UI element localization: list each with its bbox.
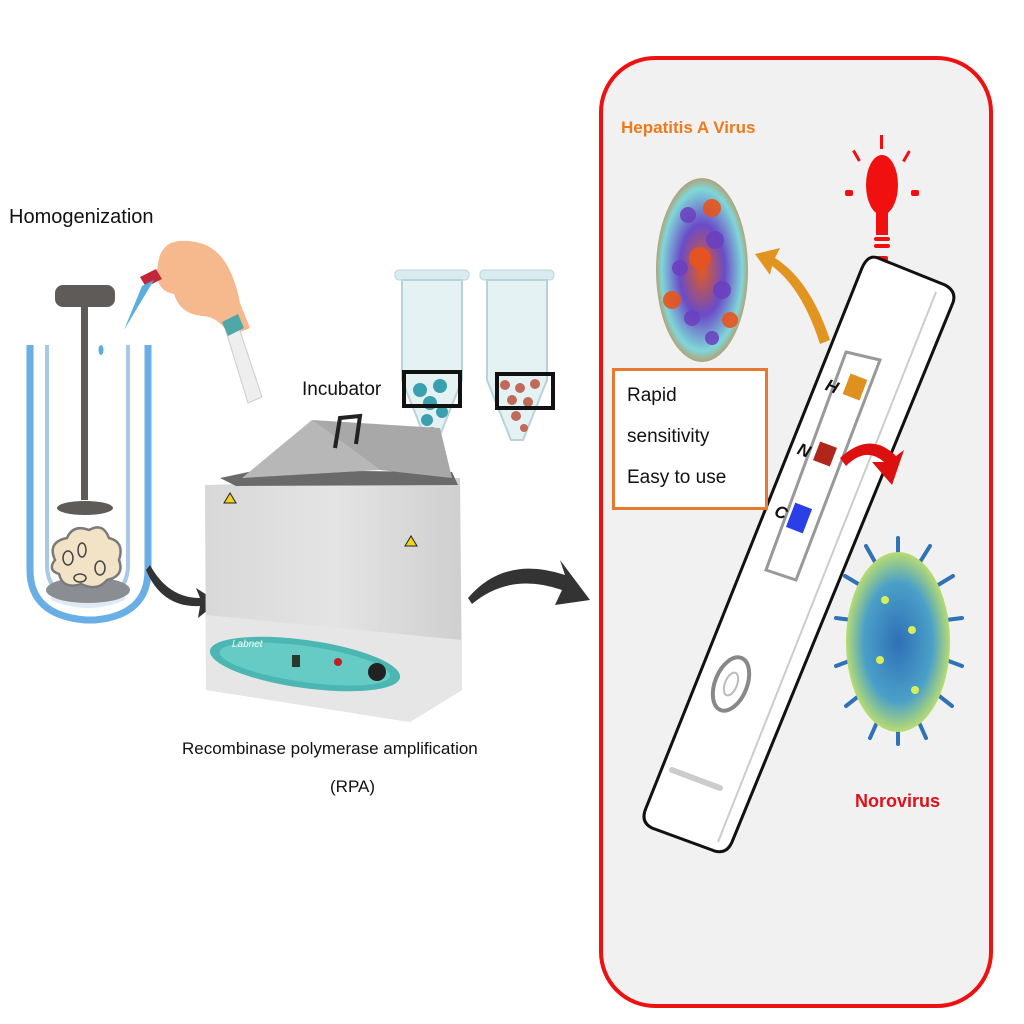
norovirus-icon: [834, 536, 964, 746]
test-line-h: [842, 373, 868, 401]
homogenization-label: Homogenization: [9, 206, 154, 228]
tube-green-highlight-box: [402, 370, 462, 408]
tube-red-highlight-box: [495, 372, 555, 410]
oyster-sample-icon: [46, 526, 130, 603]
incubator-label: Incubator: [302, 379, 382, 400]
control-line-c: [785, 502, 813, 534]
water-bath-illustration: [205, 413, 462, 722]
feature-rapid: Rapid: [627, 385, 677, 406]
water-bath-brand: Labnet: [232, 639, 264, 650]
rpa-abbreviation: (RPA): [330, 777, 376, 796]
feature-easy-to-use: Easy to use: [627, 467, 727, 488]
features-box: Rapid sensitivity Easy to use: [612, 368, 768, 510]
norovirus-label: Norovirus: [855, 791, 941, 811]
arrow-homogenization-to-bath: [146, 565, 218, 618]
tube-red-sample-icon: [479, 269, 555, 441]
light-bulb-icon: [845, 135, 919, 261]
hand-with-dropper-icon: [98, 240, 263, 404]
feature-sensitivity: sensitivity: [627, 426, 710, 447]
rpa-label: Recombinase polymerase amplification: [182, 739, 478, 758]
hepatitis-a-virus-icon: [656, 178, 748, 362]
arrow-bath-to-detection: [468, 560, 590, 605]
hepatitis-a-virus-label: Hepatitis A Virus: [621, 118, 756, 137]
test-line-n: [813, 441, 837, 467]
arrow-strip-to-hav: [755, 248, 830, 344]
pestle-icon: [55, 285, 115, 515]
arrow-strip-to-norovirus: [840, 443, 904, 485]
